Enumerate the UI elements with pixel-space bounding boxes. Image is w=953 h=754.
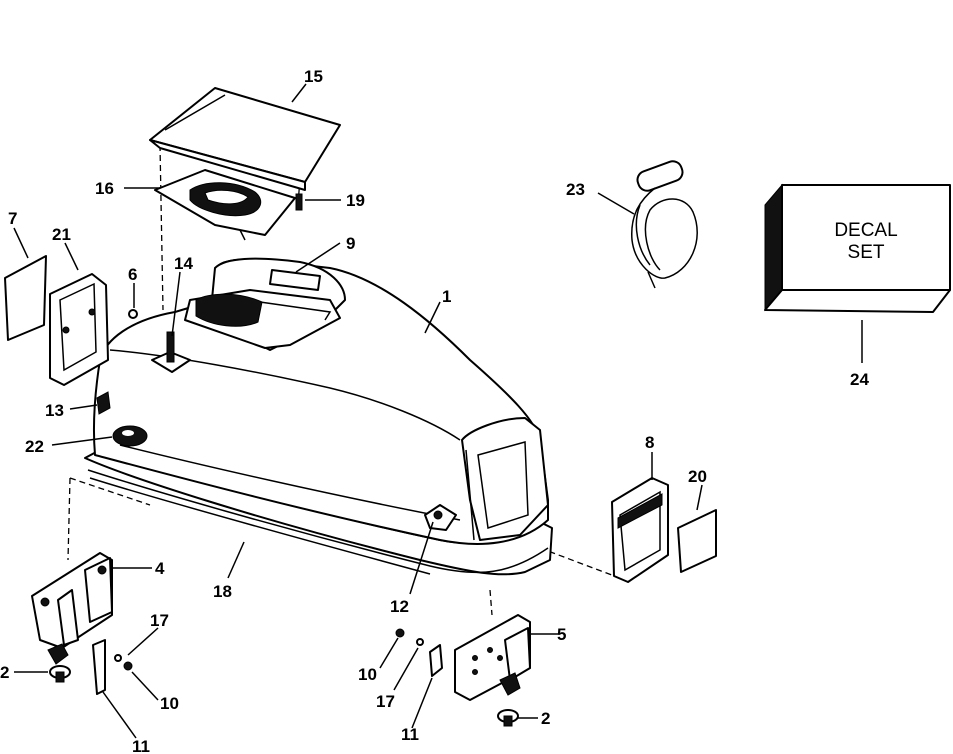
callout-7: 7 [8,209,17,228]
bracket-5 [454,614,531,701]
callout-22: 22 [25,437,44,456]
callout-15: 15 [304,67,323,86]
callout-1: 1 [442,287,451,306]
plate-7 [4,255,47,341]
arm-11-right [429,644,443,677]
callout-11-left: 11 [132,737,150,754]
callout-2-left: 2 [0,663,9,682]
plate-20 [677,509,717,573]
decal-set-box: DECAL SET [764,183,951,313]
callout-10-right: 10 [358,665,377,684]
callout-21: 21 [52,225,71,244]
hood-seal-16 [154,169,296,241]
callout-13: 13 [45,401,64,420]
screw-10-left [123,661,133,671]
arm-11-left [92,639,106,695]
callout-17-right: 17 [376,692,395,711]
callout-16: 16 [95,179,114,198]
leader-lines [13,83,863,739]
bracket-4 [31,552,113,665]
callout-14: 14 [174,254,193,273]
washer-17-right [416,638,424,646]
callout-4: 4 [155,559,165,578]
callout-2-right: 2 [541,709,550,728]
callout-18: 18 [213,582,232,601]
callout-labels: 15 16 19 9 1 7 21 6 14 13 22 23 24 8 20 … [0,67,869,754]
washer-17-left [114,654,122,662]
motor-cover [84,257,553,576]
emblem-22 [112,425,148,447]
callout-24: 24 [850,370,869,389]
callout-6: 6 [128,265,137,284]
callout-12: 12 [390,597,409,616]
callout-23: 23 [566,180,585,199]
decal-text-line2: SET [848,242,885,263]
hood-cover-15 [149,87,341,191]
callout-17-left: 17 [150,611,169,630]
screw-10-right [395,628,405,638]
callout-10-left: 10 [160,694,179,713]
callout-8: 8 [645,433,654,452]
frame-21 [49,273,109,386]
callout-11-right: 11 [401,725,419,744]
clip-13 [96,391,111,415]
knob-2-left [49,665,71,683]
cable-23 [631,160,698,289]
frame-8 [611,477,669,583]
callout-19: 19 [346,191,365,210]
callout-20: 20 [688,467,707,486]
knob-2-right [497,709,519,727]
pin-6 [128,309,138,319]
screw-14 [151,331,191,373]
screw-19 [295,193,303,211]
callout-9: 9 [346,234,355,253]
decal-text-line1: DECAL [834,220,897,241]
callout-5: 5 [557,625,566,644]
